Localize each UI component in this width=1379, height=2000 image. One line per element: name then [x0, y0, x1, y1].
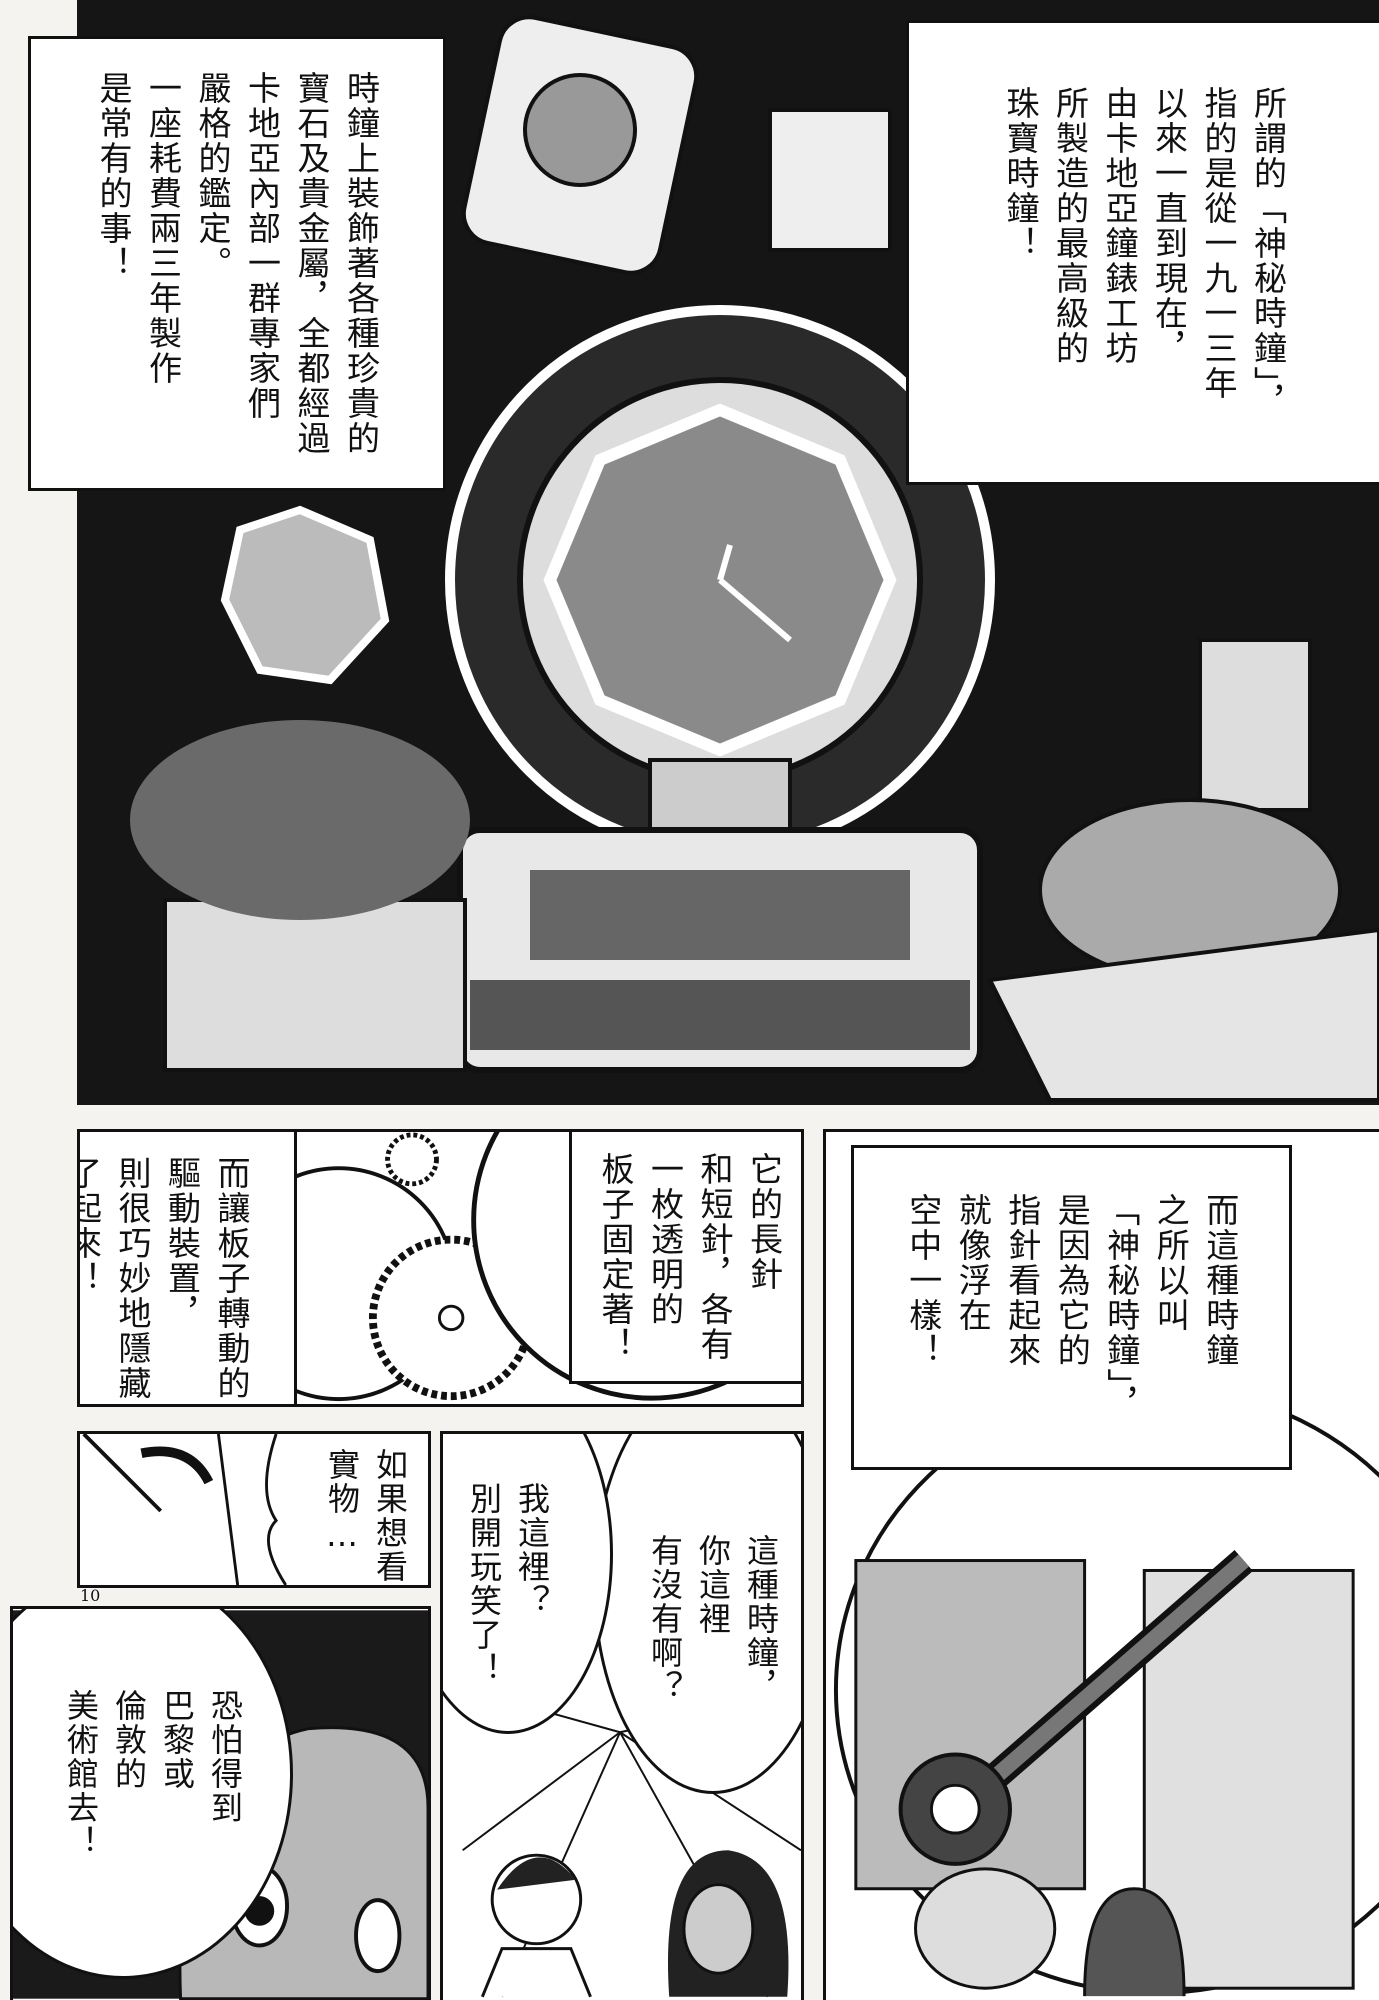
narration-text: 而這種時鐘 之所以叫 「神秘時鐘」， 是因為它的 指針看起來 就像浮在 空中一樣… [898, 1193, 1245, 1422]
text-line: 是常有的事！ [94, 71, 133, 281]
text-line: 有沒有啊？ [646, 1534, 684, 1704]
text-line: 指的是從一九一三年 [1199, 85, 1238, 401]
text-line: 倫敦的 [110, 1689, 148, 1791]
text-line: 美術館去！ [62, 1689, 100, 1859]
text-line: 之所以叫 [1151, 1193, 1191, 1334]
narration-box-left: 時鐘上裝飾著各種珍貴的 寶石及貴金屬，全都經過 卡地亞內部一群專家們 嚴格的鑑定… [28, 36, 446, 491]
room-clock-illustration [834, 1384, 1379, 1997]
text-line: 寶石及貴金屬，全都經過 [292, 71, 331, 456]
text-line: 嚴格的鑑定。 [193, 71, 232, 281]
text-line: 一枚透明的 [645, 1151, 685, 1327]
text-line: 是因為它的 [1052, 1193, 1092, 1369]
narration-box: 它的長針 和短針，各有 一枚透明的 板子固定著！ [569, 1132, 801, 1384]
text-line: 指針看起來 [1002, 1193, 1042, 1369]
text-line: 而讓板子轉動的 [212, 1156, 251, 1401]
text-line: 如果想看 [371, 1448, 409, 1584]
text-line: 而這種時鐘 [1200, 1193, 1240, 1369]
narration-text: 時鐘上裝飾著各種珍貴的 寶石及貴金屬，全都經過 卡地亞內部一群專家們 嚴格的鑑定… [89, 71, 386, 456]
narration-text: 所謂的「神秘時鐘」， 指的是從一九一三年 以來一直到現在， 由卡地亞鐘錶工坊 所… [996, 86, 1293, 420]
text-line: 巴黎或 [158, 1689, 196, 1791]
text-line: 所謂的「神秘時鐘」， [1248, 85, 1288, 420]
narration-text: 而讓板子轉動的 驅動裝置， 則很巧妙地隱藏 了起來！ [77, 1156, 256, 1401]
text-line: 和短針，各有 [695, 1151, 734, 1362]
text-line: 所製造的最高級的 [1050, 85, 1090, 366]
text-line: 以來一直到現在， [1149, 85, 1189, 366]
text-line: 珠寶時鐘！ [1001, 85, 1040, 261]
speech-text: 這種時鐘， 你這裡 有沒有啊？ [641, 1534, 785, 1704]
text-line: 恐怕得到 [206, 1689, 244, 1825]
text-line: 驅動裝置， [162, 1156, 202, 1331]
face-closeup-illustration [82, 1434, 287, 1585]
text-line: 就像浮在 [953, 1193, 993, 1334]
speech-text: 如果想看 實物… [318, 1448, 414, 1584]
characters-illustration [443, 1682, 801, 1998]
text-line: 這種時鐘， [742, 1534, 780, 1704]
text-line: 由卡地亞鐘錶工坊 [1100, 85, 1139, 366]
panel-gears: 它的長針 和短針，各有 一枚透明的 板子固定著！ [294, 1129, 804, 1407]
speech-text: 我這裡？ 別開玩笑了！ [460, 1482, 556, 1686]
panel-surprised-characters: 這種時鐘， 你這裡 有沒有啊？ 我這裡？ 別開玩笑了！ [440, 1431, 804, 2000]
panel-room-clock: 而這種時鐘 之所以叫 「神秘時鐘」， 是因為它的 指針看起來 就像浮在 空中一樣… [823, 1129, 1379, 2000]
text-line: 板子固定著！ [596, 1151, 635, 1362]
narration-box: 而這種時鐘 之所以叫 「神秘時鐘」， 是因為它的 指針看起來 就像浮在 空中一樣… [851, 1145, 1292, 1470]
narration-text: 它的長針 和短針，各有 一枚透明的 板子固定著！ [591, 1152, 789, 1362]
text-line: 時鐘上裝飾著各種珍貴的 [341, 71, 381, 456]
text-line: 你這裡 [694, 1534, 732, 1636]
text-line: 「神秘時鐘」， [1101, 1193, 1141, 1422]
text-line: 它的長針 [744, 1151, 784, 1292]
text-line: 則很巧妙地隱藏 [113, 1156, 152, 1401]
text-line: 我這裡？ [513, 1482, 551, 1618]
text-line: 實物… [323, 1448, 361, 1556]
page-number: 10 [80, 1586, 101, 1605]
panel-mystery-clocks: 時鐘上裝飾著各種珍貴的 寶石及貴金屬，全都經過 卡地亞內部一群專家們 嚴格的鑑定… [28, 0, 1379, 1105]
text-line: 卡地亞內部一群專家們 [242, 71, 282, 421]
narration-box-right: 所謂的「神秘時鐘」， 指的是從一九一三年 以來一直到現在， 由卡地亞鐘錶工坊 所… [906, 20, 1379, 485]
text-line: 一座耗費兩三年製作 [143, 71, 183, 386]
panel-closeup-eye: 如果想看 實物… [77, 1431, 431, 1588]
text-line: 了起來！ [77, 1156, 103, 1296]
text-line: 別開玩笑了！ [465, 1482, 503, 1686]
panel-drive-narration: 而讓板子轉動的 驅動裝置， 則很巧妙地隱藏 了起來！ [77, 1129, 297, 1407]
speech-text: 恐怕得到 巴黎或 倫敦的 美術館去！ [57, 1689, 249, 1859]
text-line: 空中一樣！ [903, 1193, 943, 1369]
panel-girl-speaking: 恐怕得到 巴黎或 倫敦的 美術館去！ [10, 1606, 431, 2000]
